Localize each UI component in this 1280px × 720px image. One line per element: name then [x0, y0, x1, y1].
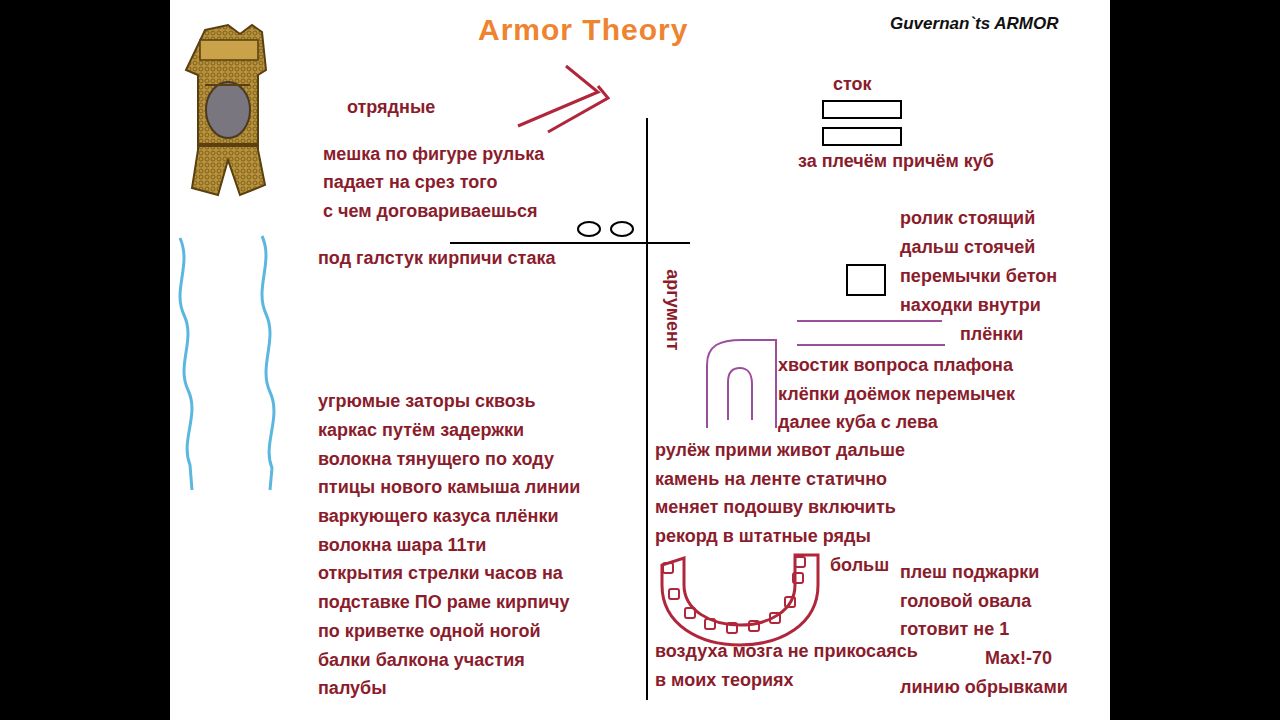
note-text: находки внутри — [900, 294, 1041, 316]
note-text: плеш поджарки — [900, 561, 1039, 583]
stud — [685, 608, 695, 618]
note-text: больш — [830, 554, 889, 576]
note-text: рекорд в штатные ряды — [655, 525, 871, 547]
two-ovals — [578, 222, 633, 236]
note-text: открытия стрелки часов на — [318, 562, 563, 584]
note-text: рулёж прими живот дальше — [655, 439, 905, 461]
note-text: волокна тянущего по ходу — [318, 448, 554, 470]
blue-waves — [180, 236, 274, 490]
note-text: волокна шара 11ти — [318, 534, 486, 556]
brand-label: Guvernan`ts ARMOR — [890, 13, 1058, 35]
note-text: клёпки доёмок перемычек — [778, 383, 1015, 405]
red-strokes — [518, 66, 608, 132]
stud — [669, 589, 679, 599]
armor-picture — [186, 25, 266, 195]
stud — [705, 619, 715, 629]
stud — [749, 621, 759, 631]
note-text: воздуха мозга не прикосаясь — [655, 640, 918, 662]
note-text: камень на ленте статично — [655, 468, 887, 490]
note-text: далее куба с лева — [778, 411, 938, 433]
note-text: подставке ПО раме кирпичу — [318, 591, 569, 613]
note-text: угрюмые заторы сквозь — [318, 390, 536, 412]
note-text: отрядные — [347, 96, 435, 118]
note-text: палубы — [318, 677, 387, 699]
note-text: варкующего казуса плёнки — [318, 505, 559, 527]
note-text: перемычки бетон — [900, 265, 1057, 287]
note-text: Max!-70 — [985, 647, 1052, 669]
note-text: плёнки — [960, 323, 1023, 345]
stud — [770, 613, 780, 623]
note-text: за плечём причём куб — [798, 150, 994, 172]
title: Armor Theory — [478, 12, 688, 48]
note-text: птицы нового камыша линии — [318, 476, 580, 498]
note-text: под галстук кирпичи стака — [318, 247, 555, 269]
rectangles — [823, 101, 901, 295]
note-text: падает на срез того — [323, 171, 498, 193]
horseshoe — [662, 555, 818, 645]
note-text: по криветке одной ногой — [318, 620, 541, 642]
note-text: аргумент — [662, 269, 684, 350]
note-text: с чем договариваешься — [323, 200, 538, 222]
stud — [793, 573, 803, 583]
stud — [785, 597, 795, 607]
note-text: в моих теориях — [655, 669, 794, 691]
note-text: ролик стоящий — [900, 207, 1035, 229]
note-text: мешка по фигуре рулька — [323, 143, 544, 165]
note-text: головой овала — [900, 590, 1031, 612]
note-text: готовит не 1 — [900, 618, 1009, 640]
stud — [727, 623, 737, 633]
stud — [795, 557, 805, 567]
note-text: хвостик вопроса плафона — [778, 354, 1013, 376]
note-text: дальш стоячей — [900, 236, 1035, 258]
note-text: балки балкона участия — [318, 649, 525, 671]
stud — [663, 563, 673, 573]
note-text: сток — [833, 73, 872, 95]
note-text: линию обрывками — [900, 676, 1068, 698]
note-text: меняет подошву включить — [655, 496, 896, 518]
note-text: каркас путём задержки — [318, 419, 524, 441]
